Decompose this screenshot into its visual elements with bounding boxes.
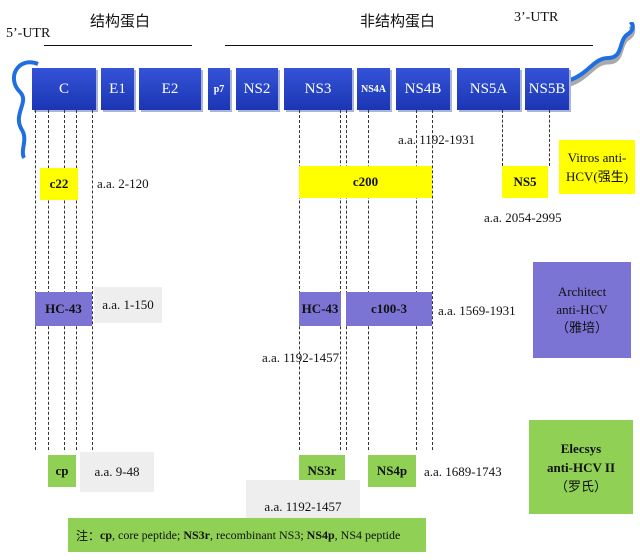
note-cp-abbr: cp: [100, 528, 112, 543]
guide-line: [346, 110, 347, 450]
structural-bracket-line: [44, 45, 192, 46]
nonstructural-bracket-line: [225, 45, 593, 46]
cp-range-box: a.a. 9-48: [80, 452, 154, 492]
guide-line: [549, 110, 550, 166]
guide-line: [92, 110, 93, 450]
guide-line: [502, 110, 503, 166]
ns3r-range-box: a.a. 1192-1457: [246, 480, 360, 518]
guide-line: [416, 110, 417, 450]
nonstructural-protein-label: 非结构蛋白: [360, 10, 435, 31]
vitros-assay-line2: HCV(强生): [559, 167, 635, 186]
cp-antigen-box: cp: [48, 455, 76, 487]
segment-p7: p7: [208, 68, 230, 110]
segment-ns5b: NS5B: [525, 68, 569, 110]
hc43-ns3-antigen-box: HC-43: [299, 292, 341, 326]
c100-3-antigen-box: c100-3: [346, 292, 432, 326]
hc43-core-range-box: a.a. 1-150: [94, 287, 162, 323]
utr3-label: 3’-UTR: [514, 10, 558, 26]
note-ns3r-desc: , recombinant NS3;: [210, 528, 307, 543]
segment-ns3: NS3: [284, 68, 352, 110]
cp-range-label: a.a. 9-48: [94, 464, 139, 480]
guide-line: [76, 110, 77, 450]
segment-c: C: [32, 68, 96, 110]
segment-e1: E1: [101, 68, 134, 110]
note-prefix: 注：: [76, 527, 100, 544]
architect-assay-line1: Architect: [533, 283, 631, 301]
elecsys-assay-line3: （罗氏）: [529, 477, 633, 496]
guide-line: [432, 110, 433, 450]
structural-protein-label: 结构蛋白: [90, 10, 150, 31]
utr3-rna-curve-icon: [568, 22, 640, 92]
abbreviation-note: 注： cp , core peptide; NS3r , recombinant…: [68, 518, 426, 552]
note-ns3r-abbr: NS3r: [183, 528, 210, 543]
architect-assay-line2: anti-HCV: [533, 301, 631, 319]
guide-line: [299, 110, 300, 450]
guide-line: [64, 110, 65, 450]
c22-antigen-box: c22: [40, 168, 78, 200]
elecsys-assay-line1: Elecsys: [529, 439, 633, 458]
c22-range-label: a.a. 2-120: [97, 176, 149, 192]
utr5-label: 5’-UTR: [6, 26, 50, 42]
hc43-ns3-range-label: a.a. 1192-1457: [262, 350, 339, 366]
ns4p-range-label: a.a. 1689-1743: [424, 464, 502, 480]
c200-antigen-box: c200: [299, 166, 432, 198]
ns5-range-label: a.a. 2054-2995: [484, 210, 562, 226]
elecsys-assay-box: Elecsys anti-HCV II （罗氏）: [529, 420, 633, 514]
architect-assay-line3: （雅培）: [533, 319, 631, 337]
guide-line: [368, 110, 369, 450]
ns4p-antigen-box: NS4p: [368, 455, 416, 487]
ns5-antigen-box: NS5: [502, 166, 548, 198]
guide-line: [340, 110, 341, 450]
hc43-core-antigen-box: HC-43: [35, 292, 92, 326]
segment-ns4a: NS4A: [357, 68, 390, 110]
c200-range-label: a.a. 1192-1931: [398, 132, 475, 148]
vitros-assay-box: Vitros anti- HCV(强生): [559, 140, 635, 194]
segment-ns4b: NS4B: [396, 68, 450, 110]
vitros-assay-line1: Vitros anti-: [559, 148, 635, 167]
note-ns4p-desc: , NS4 peptide: [335, 528, 401, 543]
segment-ns5a: NS5A: [457, 68, 520, 110]
guide-line: [35, 110, 36, 450]
note-ns4p-abbr: NS4p: [307, 528, 335, 543]
elecsys-assay-line2: anti-HCV II: [529, 458, 633, 477]
segment-e2: E2: [139, 68, 201, 110]
guide-line: [48, 110, 49, 450]
segment-ns2: NS2: [236, 68, 278, 110]
c100-3-range-label: a.a. 1569-1931: [438, 303, 516, 319]
note-cp-desc: , core peptide;: [112, 528, 183, 543]
architect-assay-box: Architect anti-HCV （雅培）: [533, 262, 631, 358]
ns3r-range-label: a.a. 1192-1457: [264, 499, 341, 515]
hc43-core-range-label: a.a. 1-150: [102, 297, 154, 313]
